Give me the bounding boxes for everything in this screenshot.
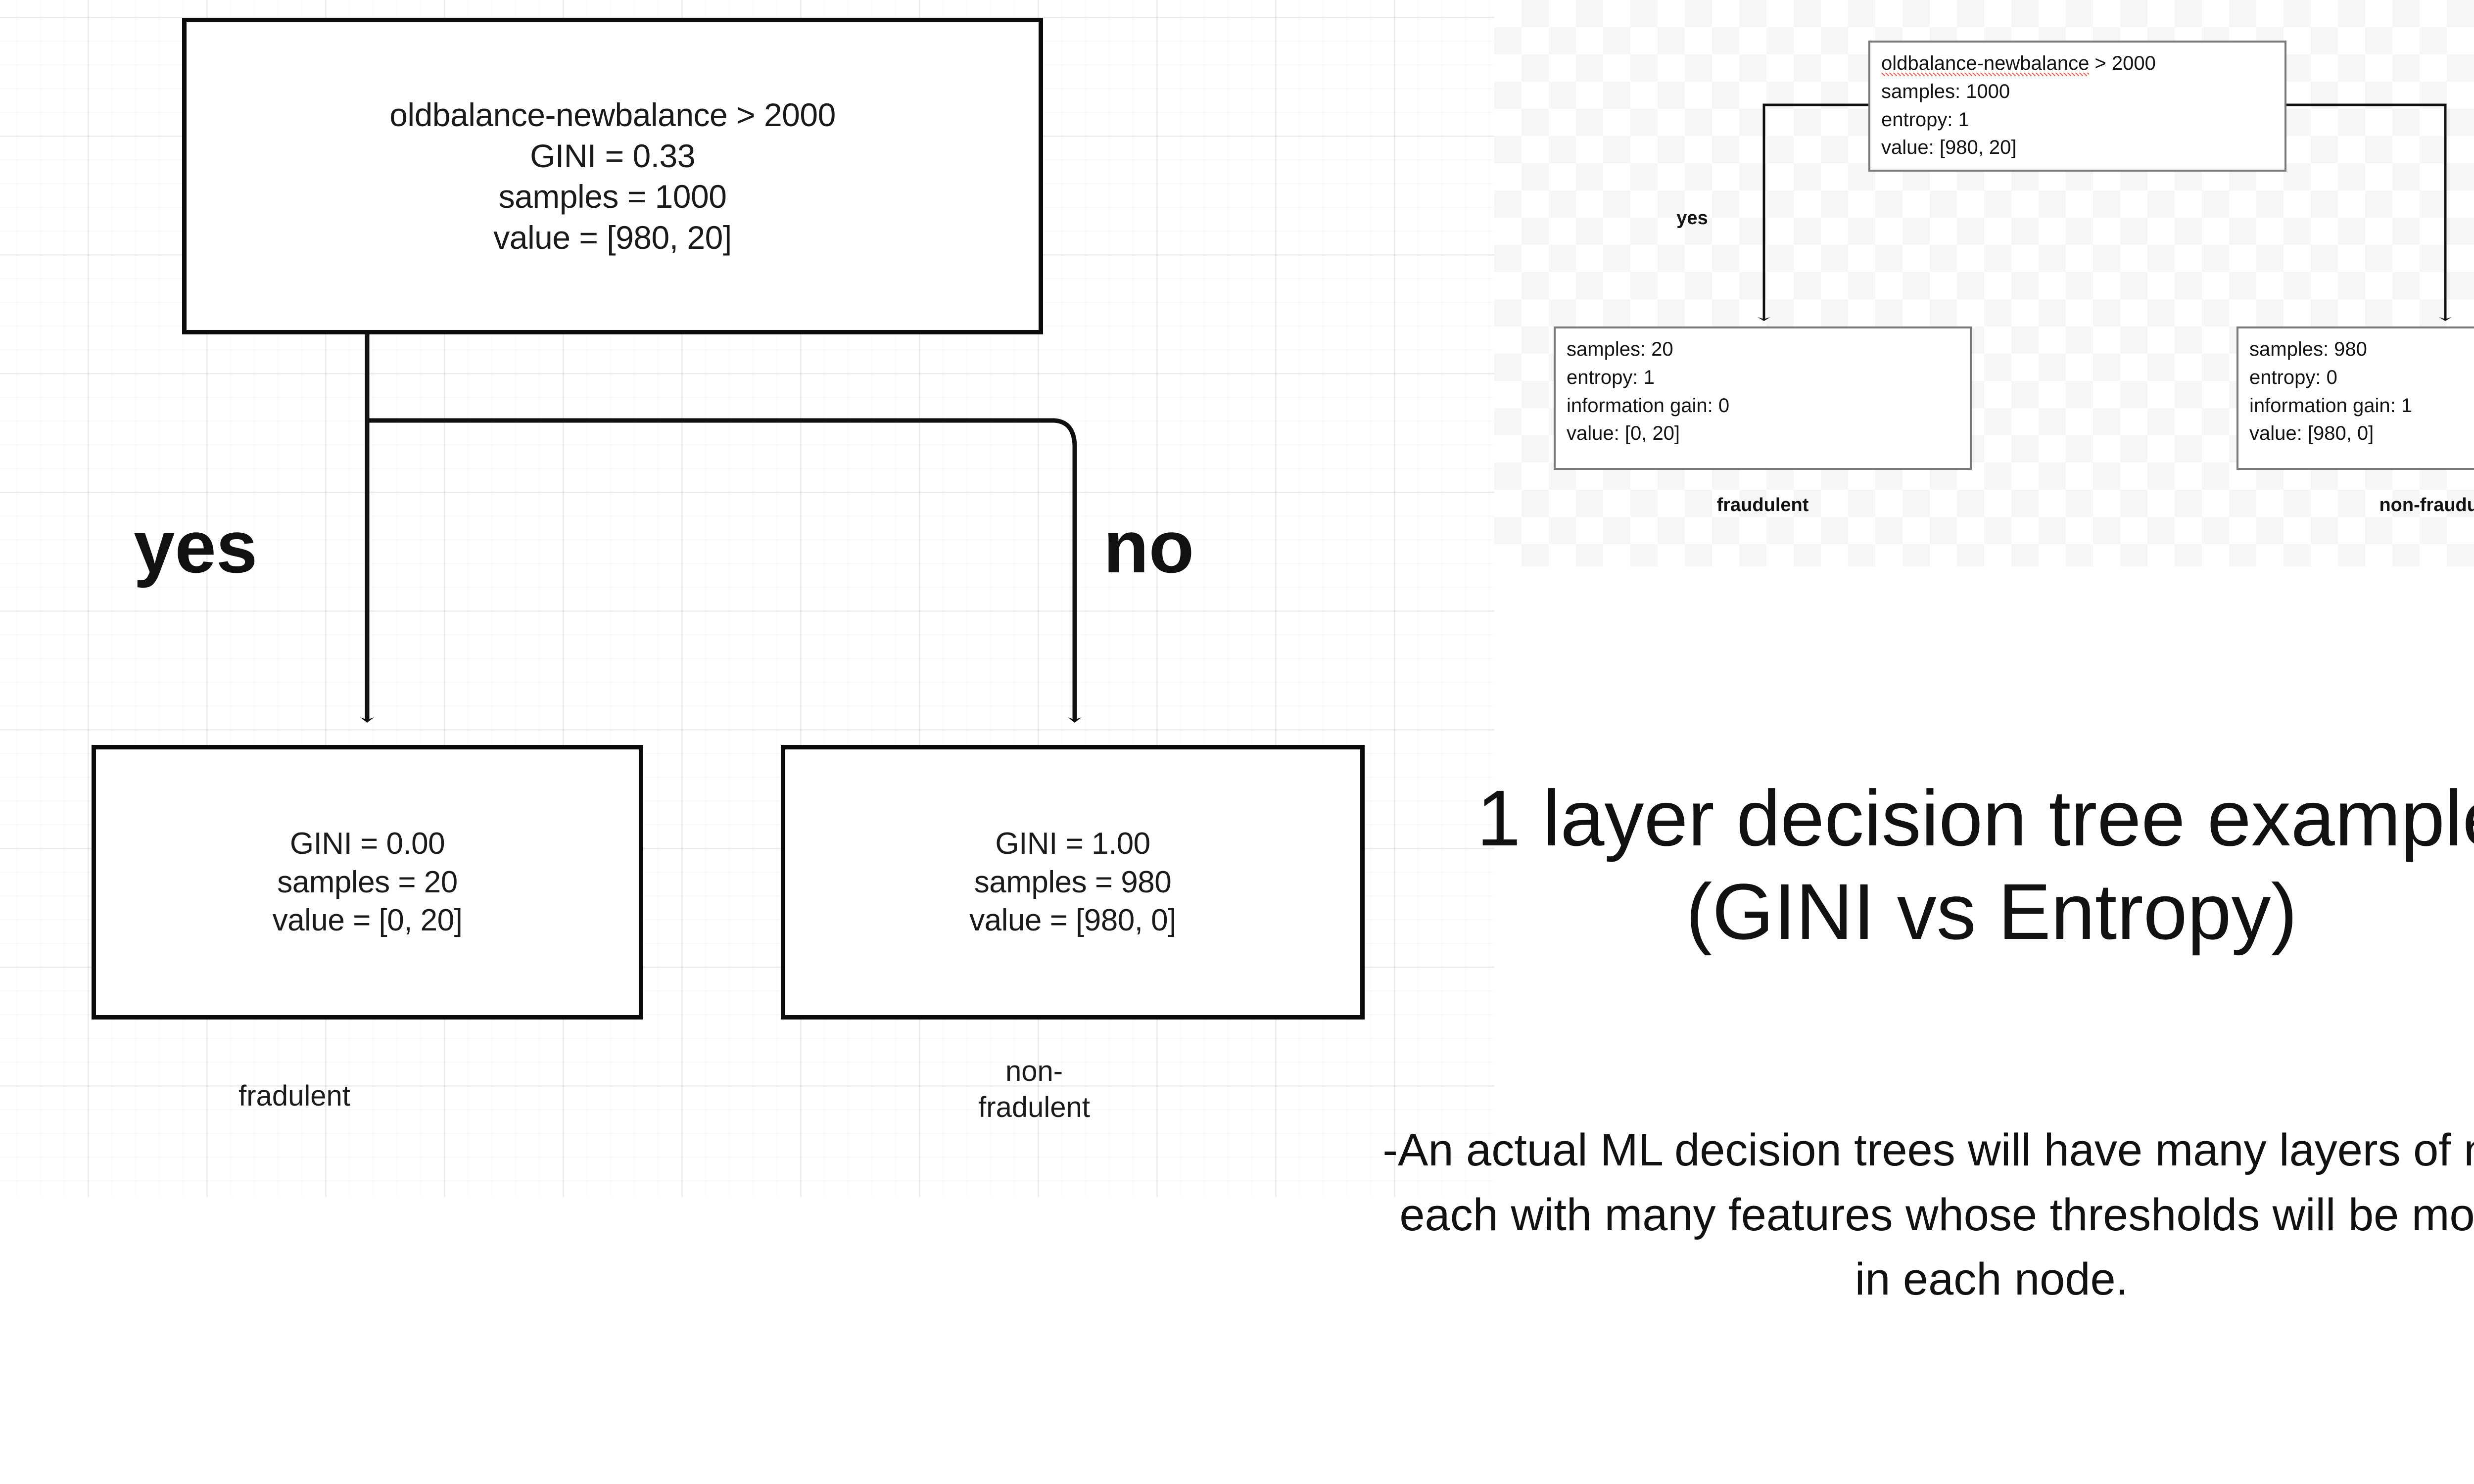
gini-leaf-node-non-fraudulent: GINI = 1.00 samples = 980 value = [980, … [781, 745, 1365, 1020]
entropy-leaf-node-non-fraudulent: samples: 980 entropy: 0 information gain… [2236, 326, 2474, 470]
entropy-root-samples: samples: 1000 [1881, 80, 2010, 102]
entropy-left-caption: fraudulent [1716, 495, 1809, 515]
gini-root-gini: GINI = 0.33 [530, 137, 695, 174]
entropy-root-condition-feature: oldbalance-newbalance [1881, 52, 2090, 76]
gini-leaf-node-fraudulent: GINI = 0.00 samples = 20 value = [0, 20] [92, 745, 643, 1020]
slide-title: 1 layer decision tree example (GINI vs E… [1476, 774, 2474, 956]
entropy-root-condition: oldbalance-newbalance > 2000 [1881, 49, 2274, 78]
gini-edge-label-no: no [1103, 505, 1194, 588]
entropy-tree-connectors [1758, 103, 2452, 321]
gini-left-value: value = [0, 20] [272, 903, 463, 938]
slide-body-text: -An actual ML decision trees will have m… [1382, 1125, 2474, 1305]
entropy-edge-label-yes: yes [1676, 208, 1708, 229]
gini-left-gini: GINI = 0.00 [289, 827, 445, 861]
entropy-root-condition-threshold: > 2000 [2089, 52, 2156, 74]
gini-left-caption: fradulent [238, 1080, 350, 1112]
entropy-decision-tree-canvas: oldbalance-newbalance > 2000 samples: 10… [1494, 0, 2474, 566]
gini-right-value: value = [980, 0] [969, 903, 1176, 938]
gini-root-condition: oldbalance-newbalance > 2000 [389, 96, 836, 133]
gini-edge-label-yes: yes [134, 505, 258, 588]
gini-right-samples: samples = 980 [974, 865, 1172, 899]
gini-root-samples: samples = 1000 [498, 178, 727, 215]
entropy-left-infogain: information gain: 0 [1567, 394, 1730, 417]
entropy-leaf-node-fraudulent: samples: 20 entropy: 1 information gain:… [1554, 326, 1972, 470]
entropy-left-samples: samples: 20 [1567, 338, 1673, 360]
entropy-root-value: value: [980, 20] [1881, 137, 2017, 159]
entropy-left-entropy: entropy: 1 [1567, 366, 1655, 388]
entropy-left-value: value: [0, 20] [1567, 422, 1680, 445]
entropy-root-entropy: entropy: 1 [1881, 108, 1969, 131]
gini-right-caption: non- fradulent [978, 1055, 1090, 1123]
gini-root-value: value = [980, 20] [493, 219, 732, 256]
entropy-right-infogain: information gain: 1 [2249, 394, 2413, 417]
entropy-root-node: oldbalance-newbalance > 2000 samples: 10… [1868, 41, 2286, 172]
entropy-right-caption: non-fraudulent [2379, 495, 2474, 515]
entropy-right-value: value: [980, 0] [2249, 422, 2374, 445]
gini-right-gini: GINI = 1.00 [995, 827, 1150, 861]
gini-left-samples: samples = 20 [277, 865, 458, 899]
gini-root-node: oldbalance-newbalance > 2000 GINI = 0.33… [182, 18, 1043, 334]
entropy-right-entropy: entropy: 0 [2249, 366, 2337, 388]
gini-tree-connectors [360, 334, 1082, 723]
gini-decision-tree-canvas: oldbalance-newbalance > 2000 GINI = 0.33… [0, 0, 1494, 1197]
entropy-right-samples: samples: 980 [2249, 338, 2367, 360]
